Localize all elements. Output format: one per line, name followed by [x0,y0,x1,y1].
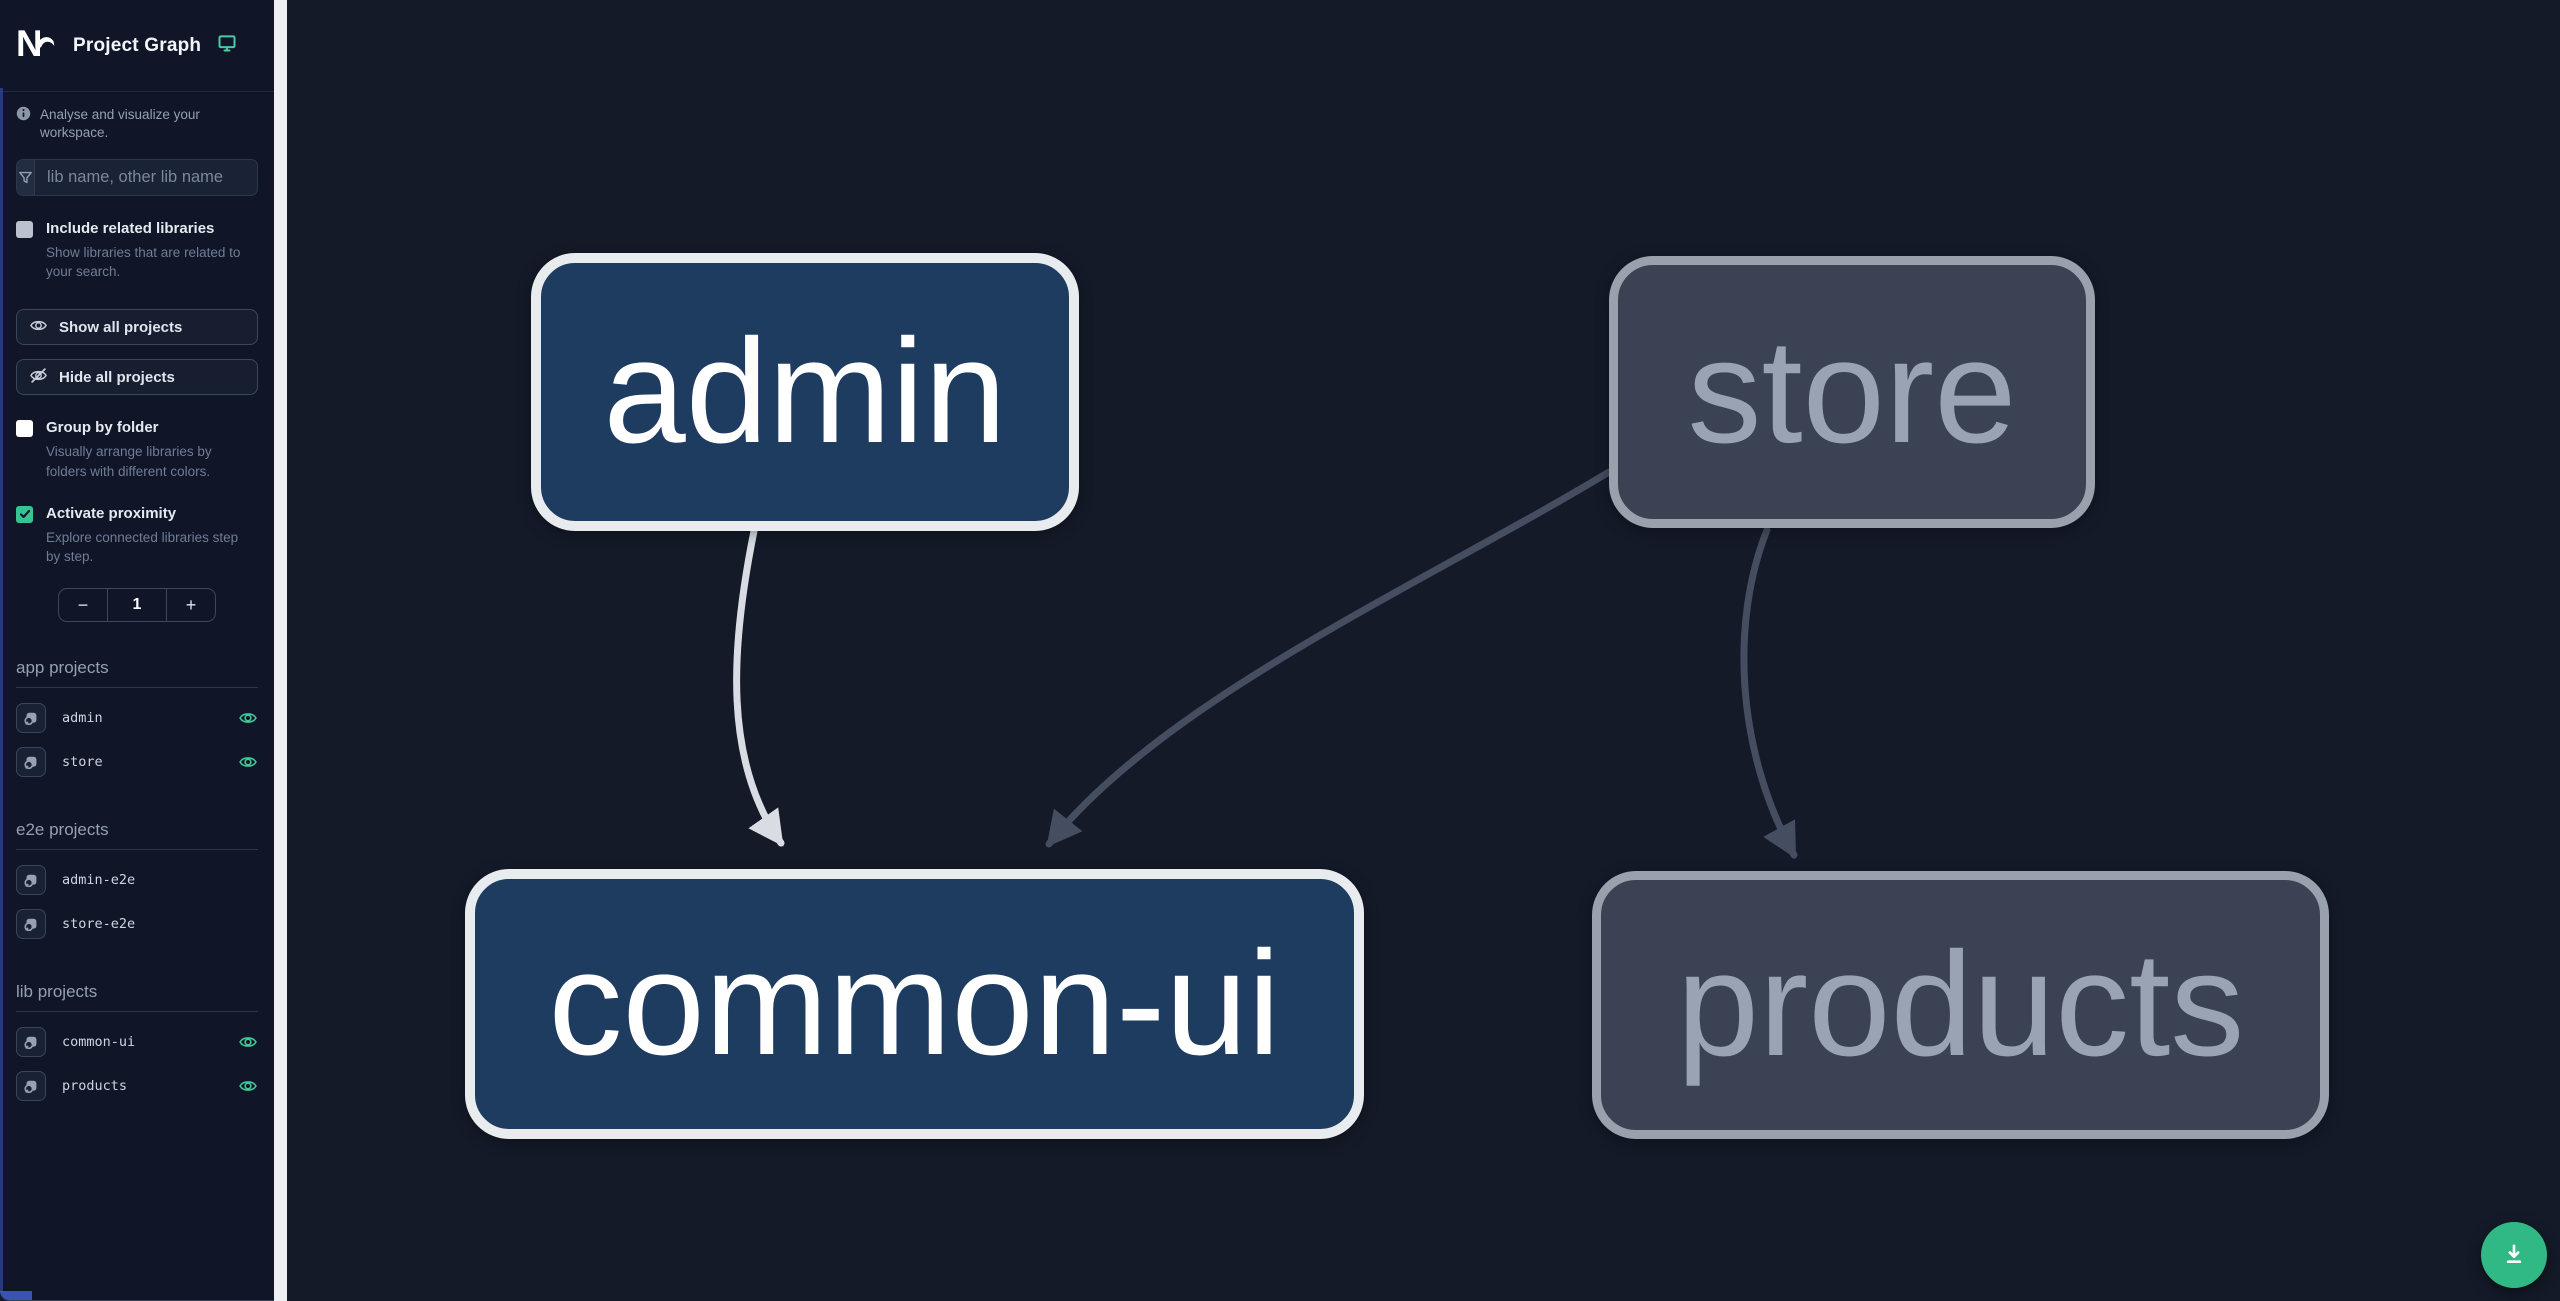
focus-project-icon[interactable] [16,1071,46,1102]
section-title: app projects [16,658,258,689]
sidebar-header: N Project Graph [0,0,274,92]
sidebar: N Project Graph Anal [0,0,274,1301]
show-all-projects-button[interactable]: Show all projects [16,309,258,346]
edge-store-to-common-ui [1045,468,1613,848]
edge-admin-to-common-ui [733,527,785,847]
toggle-visibility-eye-icon[interactable] [238,1032,258,1052]
hide-all-projects-label: Hide all projects [59,368,175,386]
graph-node-admin[interactable]: admin [531,253,1079,531]
download-graph-button[interactable] [2481,1222,2547,1288]
activate-proximity-row: Activate proximity Explore connected lib… [0,505,274,566]
dependency-edges [733,468,1798,859]
group-by-folder-label: Group by folder [46,419,159,437]
include-related-label: Include related libraries [46,220,215,238]
include-related-row: Include related libraries Show libraries… [0,220,274,281]
toggle-visibility-eye-icon[interactable] [238,1076,258,1096]
include-related-description: Show libraries that are related to your … [46,245,241,280]
sidebar-scrollbar[interactable] [0,88,3,1292]
graph-node-common-ui[interactable]: common-ui [465,869,1364,1139]
project-name: store-e2e [62,916,136,933]
toggle-visibility-eye-icon[interactable] [238,708,258,728]
info-icon [16,106,31,126]
tagline-text: Analyse and visualize your workspace. [40,107,200,140]
eye-off-icon [29,366,48,389]
proximity-decrement-button[interactable]: − [59,589,107,621]
nx-logo[interactable]: N [16,21,60,70]
project-row-store-e2e[interactable]: store-e2e [16,902,258,946]
group-by-folder-row: Group by folder Visually arrange librari… [0,419,274,480]
group-by-folder-checkbox[interactable] [16,420,33,438]
graph-node-products[interactable]: products [1592,871,2329,1139]
monitor-icon[interactable] [217,33,237,58]
project-name: common-ui [62,1034,136,1051]
edge-store-to-products [1740,526,1798,859]
download-icon [2500,1240,2528,1271]
group-by-folder-description: Visually arrange libraries by folders wi… [46,444,212,479]
activate-proximity-label: Activate proximity [46,504,177,522]
focus-project-icon[interactable] [16,909,46,940]
project-name: admin-e2e [62,872,136,889]
section-app-projects: app projects admin [0,658,274,784]
focus-project-icon[interactable] [16,703,46,734]
focus-project-icon[interactable] [16,747,46,778]
section-title: lib projects [16,982,258,1013]
graph-node-store[interactable]: store [1609,256,2095,528]
proximity-value: 1 [107,589,167,622]
section-e2e-projects: e2e projects admin-e2e [0,820,274,946]
section-lib-projects: lib projects common-ui [0,982,274,1108]
filter-funnel-icon [17,160,35,196]
app-title: Project Graph [73,34,202,56]
project-row-products[interactable]: products [16,1064,258,1108]
sidebar-resize-handle[interactable] [274,0,287,1301]
activate-proximity-checkbox[interactable] [16,505,33,523]
project-row-admin[interactable]: admin [16,696,258,740]
search-input[interactable] [35,160,257,196]
filter-searchbox [16,159,258,197]
project-name: admin [62,710,103,727]
proximity-increment-button[interactable]: + [167,589,215,621]
toggle-visibility-eye-icon[interactable] [238,752,258,772]
graph-canvas[interactable]: admin store common-ui products [287,0,2560,1301]
project-name: store [62,754,103,771]
tagline-row: Analyse and visualize your workspace. [0,92,274,141]
horizontal-scrollbar-thumb[interactable] [0,1291,32,1300]
include-related-checkbox[interactable] [16,221,33,239]
eye-icon [29,316,48,339]
focus-project-icon[interactable] [16,865,46,896]
project-row-store[interactable]: store [16,740,258,784]
focus-project-icon[interactable] [16,1027,46,1058]
proximity-stepper: − 1 + [58,588,216,623]
hide-all-projects-button[interactable]: Hide all projects [16,359,258,396]
show-all-projects-label: Show all projects [59,318,183,336]
activate-proximity-description: Explore connected libraries step by step… [46,529,239,564]
project-row-common-ui[interactable]: common-ui [16,1020,258,1064]
section-title: e2e projects [16,820,258,851]
project-row-admin-e2e[interactable]: admin-e2e [16,858,258,902]
project-name: products [62,1078,128,1095]
